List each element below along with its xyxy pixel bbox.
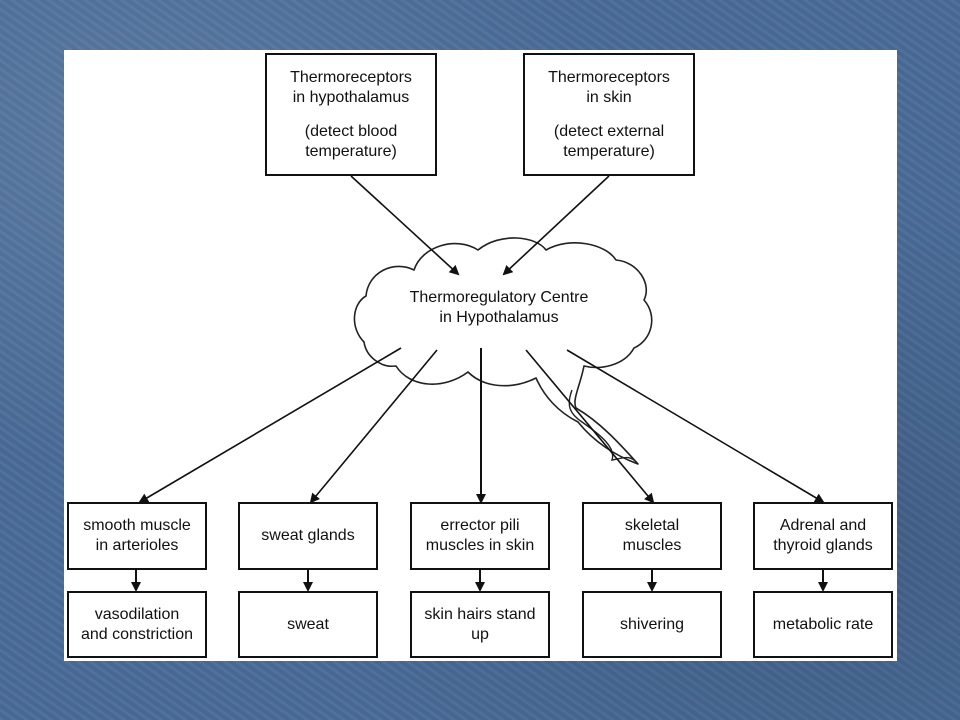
effector-line: Adrenal and (779, 517, 867, 534)
sensor-box-skin: Thermoreceptors in skin (detect external… (523, 53, 695, 176)
effector-line: muscles (622, 537, 682, 554)
effector-box-adrenal-thyroid: Adrenal and thyroid glands (753, 502, 893, 570)
effector-line: sweat glands (261, 527, 355, 544)
effector-box-smooth-muscle: smooth muscle in arterioles (67, 502, 207, 570)
centre-cloud-tail (568, 389, 639, 465)
sensor-box-hypothalamus: Thermoreceptors in hypothalamus (detect … (265, 53, 437, 176)
response-line: skin hairs stand (424, 605, 536, 623)
effector-line: smooth muscle (83, 517, 191, 534)
effector-line: skeletal (624, 517, 680, 534)
effector-box-errector-pili: errector pili muscles in skin (410, 502, 550, 570)
arrow-centre-to-sweat-glands (309, 349, 438, 504)
sensor-line: Thermoreceptors (548, 68, 670, 86)
centre-label: Thermoregulatory Centre in Hypothalamus (364, 288, 634, 328)
diagram-canvas: Thermoreceptors in hypothalamus (detect … (64, 50, 897, 661)
response-line: metabolic rate (772, 615, 874, 633)
response-box-sweat: sweat (238, 591, 378, 658)
sensor-line: temperature) (563, 142, 655, 160)
sensor-line: in skin (586, 88, 632, 106)
response-box-metabolic-rate: metabolic rate (753, 591, 893, 658)
arrow-skin-sensor-to-centre (502, 175, 610, 276)
effector-line: thyroid glands (773, 537, 873, 554)
effector-box-skeletal-muscles: skeletal muscles (582, 502, 722, 570)
response-box-vasodilation: vasodilation and constriction (67, 591, 207, 658)
effector-line: in arterioles (95, 537, 179, 554)
arrow-centre-to-skeletal-muscles (525, 349, 655, 504)
response-line: vasodilation (94, 605, 180, 623)
sensor-line: in hypothalamus (292, 88, 410, 106)
arrow-centre-to-smooth-muscle (138, 347, 402, 504)
centre-line: Thermoregulatory Centre (409, 289, 589, 306)
centre-line: in Hypothalamus (439, 309, 559, 326)
centre-cloud-outline (353, 237, 653, 465)
response-line: up (471, 625, 489, 643)
effector-line: errector pili (440, 517, 520, 534)
response-line: and constriction (80, 625, 194, 643)
arrow-hypothalamus-sensor-to-centre (350, 175, 460, 276)
diagram-connectors (131, 175, 828, 592)
response-line: shivering (619, 615, 685, 633)
sensor-line: (detect blood (304, 122, 398, 140)
response-line: sweat (287, 615, 329, 633)
sensor-line: (detect external (553, 122, 665, 140)
effector-box-sweat-glands: sweat glands (238, 502, 378, 570)
response-box-skin-hairs: skin hairs stand up (410, 591, 550, 658)
response-box-shivering: shivering (582, 591, 722, 658)
sensor-line: temperature) (305, 142, 397, 160)
arrow-centre-to-adrenal-thyroid (566, 349, 825, 504)
sensor-line: Thermoreceptors (290, 68, 412, 86)
effector-line: muscles in skin (425, 537, 535, 554)
